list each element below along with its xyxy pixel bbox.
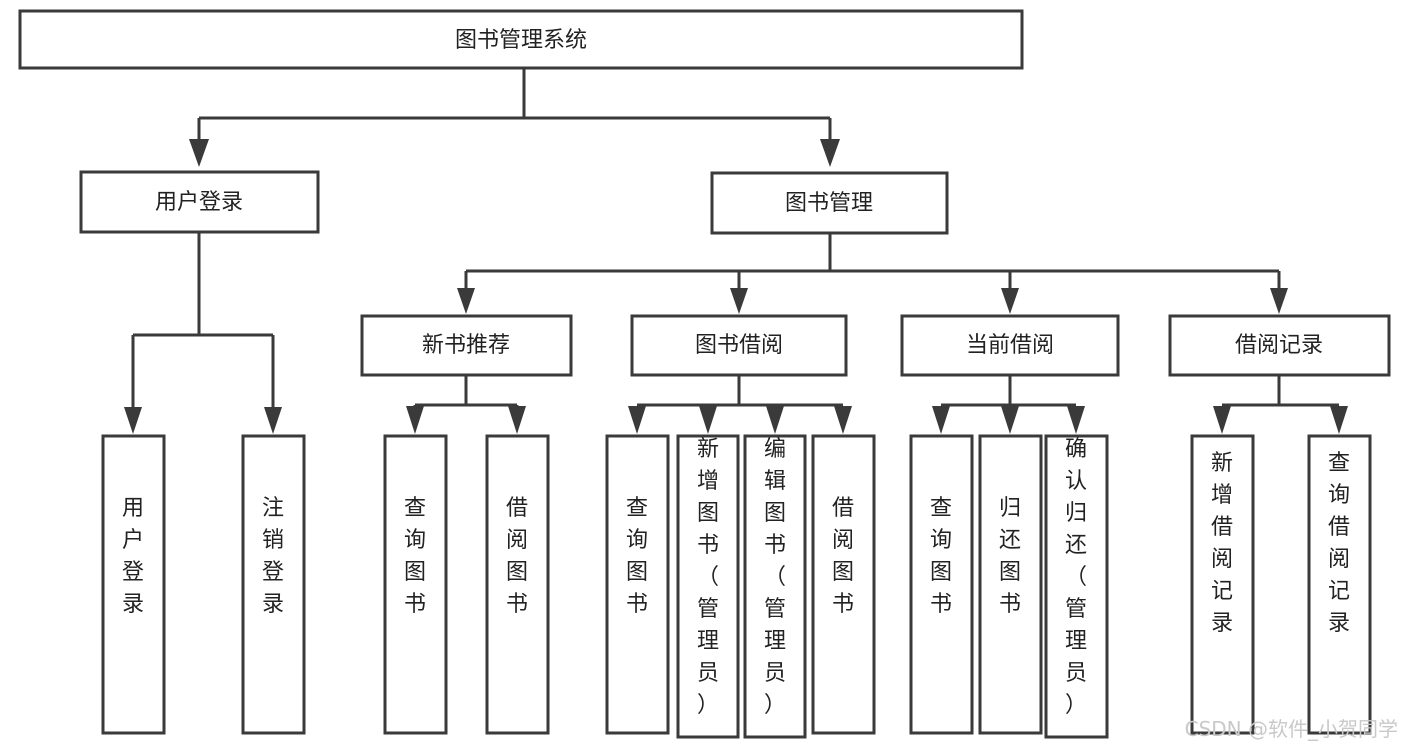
node-leaf10-label: 归还图书: [999, 496, 1021, 617]
node-record[interactable]: 借阅记录: [1168, 314, 1391, 377]
node-leaf5-box[interactable]: [605, 434, 670, 735]
node-leaf12[interactable]: 新增借阅记录: [1190, 434, 1255, 735]
node-root-label: 图书管理系统: [455, 28, 587, 53]
node-leaf8[interactable]: 借阅图书: [811, 434, 876, 735]
node-leaf9-label: 查询图书: [930, 496, 952, 617]
node-root[interactable]: 图书管理系统: [18, 9, 1024, 70]
arrow-to-leaf4: [508, 406, 526, 434]
arrow-to-leaf12: [1213, 406, 1231, 434]
node-leaf12-label: 新增借阅记录: [1211, 451, 1233, 636]
arrow-to-leaf9: [932, 406, 950, 434]
connector-group-login: [124, 232, 282, 434]
node-leaf9[interactable]: 查询图书: [909, 434, 974, 735]
arrow-to-record: [1270, 288, 1288, 314]
node-leaf8-box[interactable]: [811, 434, 876, 735]
node-leaf4-label: 借阅图书: [506, 496, 528, 617]
watermark-text: CSDN @软件_小贺同学: [1185, 717, 1398, 741]
arrow-to-leaf13: [1330, 406, 1348, 434]
connector-group-root: [189, 68, 840, 167]
node-borrow[interactable]: 图书借阅: [630, 314, 848, 377]
node-record-box[interactable]: [1168, 314, 1391, 377]
node-leaf1-box[interactable]: [101, 434, 166, 735]
node-leaf13[interactable]: 查询借阅记录: [1307, 434, 1372, 735]
node-leaf7[interactable]: 编辑图书（管理员）: [743, 434, 807, 739]
node-leaf13-label: 查询借阅记录: [1328, 451, 1350, 636]
node-leaf9-box[interactable]: [909, 434, 974, 735]
node-leaf7-box[interactable]: [743, 434, 807, 739]
connector-group-newbook: [406, 375, 526, 434]
arrow-to-bookmgmt: [820, 139, 840, 167]
node-bookmgmt-box[interactable]: [710, 171, 949, 235]
node-leaf10-box[interactable]: [978, 434, 1043, 735]
arrow-to-newbook: [457, 288, 475, 314]
arrow-to-login: [189, 139, 209, 167]
arrow-to-current: [1001, 288, 1019, 314]
arrow-to-leaf11: [1067, 406, 1085, 434]
arrow-to-borrow: [730, 288, 748, 314]
node-leaf6-label: 新增图书（管理员）: [697, 437, 719, 718]
node-bookmgmt-label: 图书管理: [785, 191, 873, 216]
node-leaf1-label: 用户登录: [122, 496, 144, 617]
node-leaf11[interactable]: 确认归还（管理员）: [1044, 434, 1109, 739]
node-newbook-box[interactable]: [360, 314, 573, 377]
node-leaf7-label: 编辑图书（管理员）: [764, 437, 786, 718]
node-leaf2-label: 注销登录: [262, 496, 284, 617]
node-leaf3[interactable]: 查询图书: [383, 434, 448, 735]
arrow-to-leaf6: [699, 406, 717, 434]
node-login-box[interactable]: [79, 170, 320, 234]
node-leaf6[interactable]: 新增图书（管理员）: [676, 434, 740, 739]
node-leaf10[interactable]: 归还图书: [978, 434, 1043, 735]
node-borrow-box[interactable]: [630, 314, 848, 377]
node-leaf11-box[interactable]: [1044, 434, 1109, 739]
arrow-to-leaf3: [406, 406, 424, 434]
node-leaf2[interactable]: 注销登录: [241, 434, 306, 735]
node-leaf4[interactable]: 借阅图书: [485, 434, 550, 735]
node-leaf11-label: 确认归还（管理员）: [1065, 437, 1087, 718]
node-leaf6-box[interactable]: [676, 434, 740, 739]
arrow-to-leaf2: [264, 407, 282, 434]
arrow-to-leaf7: [766, 406, 784, 434]
node-login[interactable]: 用户登录: [79, 170, 320, 234]
connector-group-current: [932, 375, 1085, 434]
node-newbook[interactable]: 新书推荐: [360, 314, 573, 377]
node-leaf5-label: 查询图书: [626, 496, 648, 617]
arrow-to-leaf1: [124, 407, 142, 434]
node-bookmgmt[interactable]: 图书管理: [710, 171, 949, 235]
connector-group-borrow: [628, 375, 852, 434]
connector-group-record: [1213, 375, 1348, 434]
node-current[interactable]: 当前借阅: [900, 314, 1120, 377]
node-leaf8-label: 借阅图书: [832, 496, 854, 617]
node-leaf1[interactable]: 用户登录: [101, 434, 166, 735]
node-leaf4-box[interactable]: [485, 434, 550, 735]
node-newbook-label: 新书推荐: [422, 333, 510, 358]
node-leaf3-box[interactable]: [383, 434, 448, 735]
node-root-box[interactable]: [18, 9, 1024, 70]
node-leaf13-box[interactable]: [1307, 434, 1372, 735]
arrow-to-leaf8: [834, 406, 852, 434]
node-current-label: 当前借阅: [966, 333, 1054, 358]
arrow-to-leaf10: [1001, 406, 1019, 434]
node-leaf12-box[interactable]: [1190, 434, 1255, 735]
arrow-to-leaf5: [628, 406, 646, 434]
node-leaf3-label: 查询图书: [404, 496, 426, 617]
node-borrow-label: 图书借阅: [695, 333, 783, 358]
node-current-box[interactable]: [900, 314, 1120, 377]
node-record-label: 借阅记录: [1235, 333, 1323, 358]
node-leaf2-box[interactable]: [241, 434, 306, 735]
node-login-label: 用户登录: [155, 190, 243, 215]
connector-group-bookmgmt: [457, 233, 1288, 314]
node-leaf5[interactable]: 查询图书: [605, 434, 670, 735]
